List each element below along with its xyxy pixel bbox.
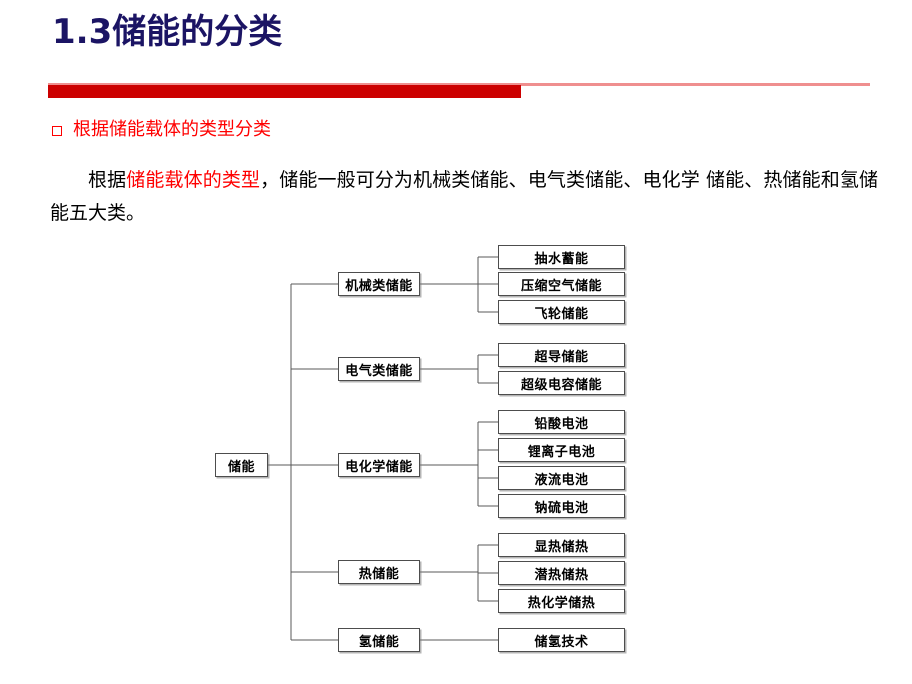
tree-leaf-lithium-ion[interactable]: 锂离子电池 — [498, 438, 625, 462]
tree-leaf-hydrogen-storage-tech[interactable]: 储氢技术 — [498, 628, 625, 652]
title-underline-light — [48, 83, 870, 86]
tree-leaf-compressed-air[interactable]: 压缩空气储能 — [498, 272, 625, 296]
tree-node-thermal[interactable]: 热储能 — [338, 560, 420, 584]
tree-node-root[interactable]: 储能 — [215, 453, 268, 477]
page-title-number: 1.3 — [52, 12, 113, 52]
tree-leaf-latent-heat[interactable]: 潜热储热 — [498, 561, 625, 585]
body-paragraph: 根据储能载体的类型，储能一般可分为机械类储能、电气类储能、电化学 储能、热储能和… — [50, 164, 878, 231]
tree-node-electrical[interactable]: 电气类储能 — [338, 357, 420, 381]
paragraph-highlight: 储能载体的类型 — [126, 169, 261, 191]
tree-leaf-pumped-hydro[interactable]: 抽水蓄能 — [498, 245, 625, 269]
paragraph-rest: ，储能一般可分为机械类储能、电气类储能、电化学 储能、热储能和氢储能五大类。 — [50, 169, 878, 225]
paragraph-lead: 根据 — [88, 169, 127, 191]
tree-leaf-lead-acid[interactable]: 铅酸电池 — [498, 410, 625, 434]
tree-node-hydrogen[interactable]: 氢储能 — [338, 628, 420, 652]
bullet-heading: 根据储能载体的类型分类 — [52, 119, 271, 141]
tree-node-mechanical[interactable]: 机械类储能 — [338, 272, 420, 296]
page-title: 1.3储能的分类 — [52, 12, 283, 52]
tree-leaf-flow-battery[interactable]: 液流电池 — [498, 466, 625, 490]
tree-node-electrochemical[interactable]: 电化学储能 — [338, 453, 420, 477]
square-bullet-icon — [52, 126, 62, 136]
tree-leaf-sodium-sulfur[interactable]: 钠硫电池 — [498, 494, 625, 518]
tree-leaf-sensible-heat[interactable]: 显热储热 — [498, 533, 625, 557]
tree-leaf-flywheel[interactable]: 飞轮储能 — [498, 300, 625, 324]
page-title-text: 储能的分类 — [112, 12, 283, 52]
tree-leaf-superconducting[interactable]: 超导储能 — [498, 343, 625, 367]
tree-leaf-supercapacitor[interactable]: 超级电容储能 — [498, 371, 625, 395]
tree-leaf-thermochemical[interactable]: 热化学储热 — [498, 589, 625, 613]
title-underline-accent — [48, 85, 521, 98]
bullet-heading-label: 根据储能载体的类型分类 — [73, 119, 271, 140]
